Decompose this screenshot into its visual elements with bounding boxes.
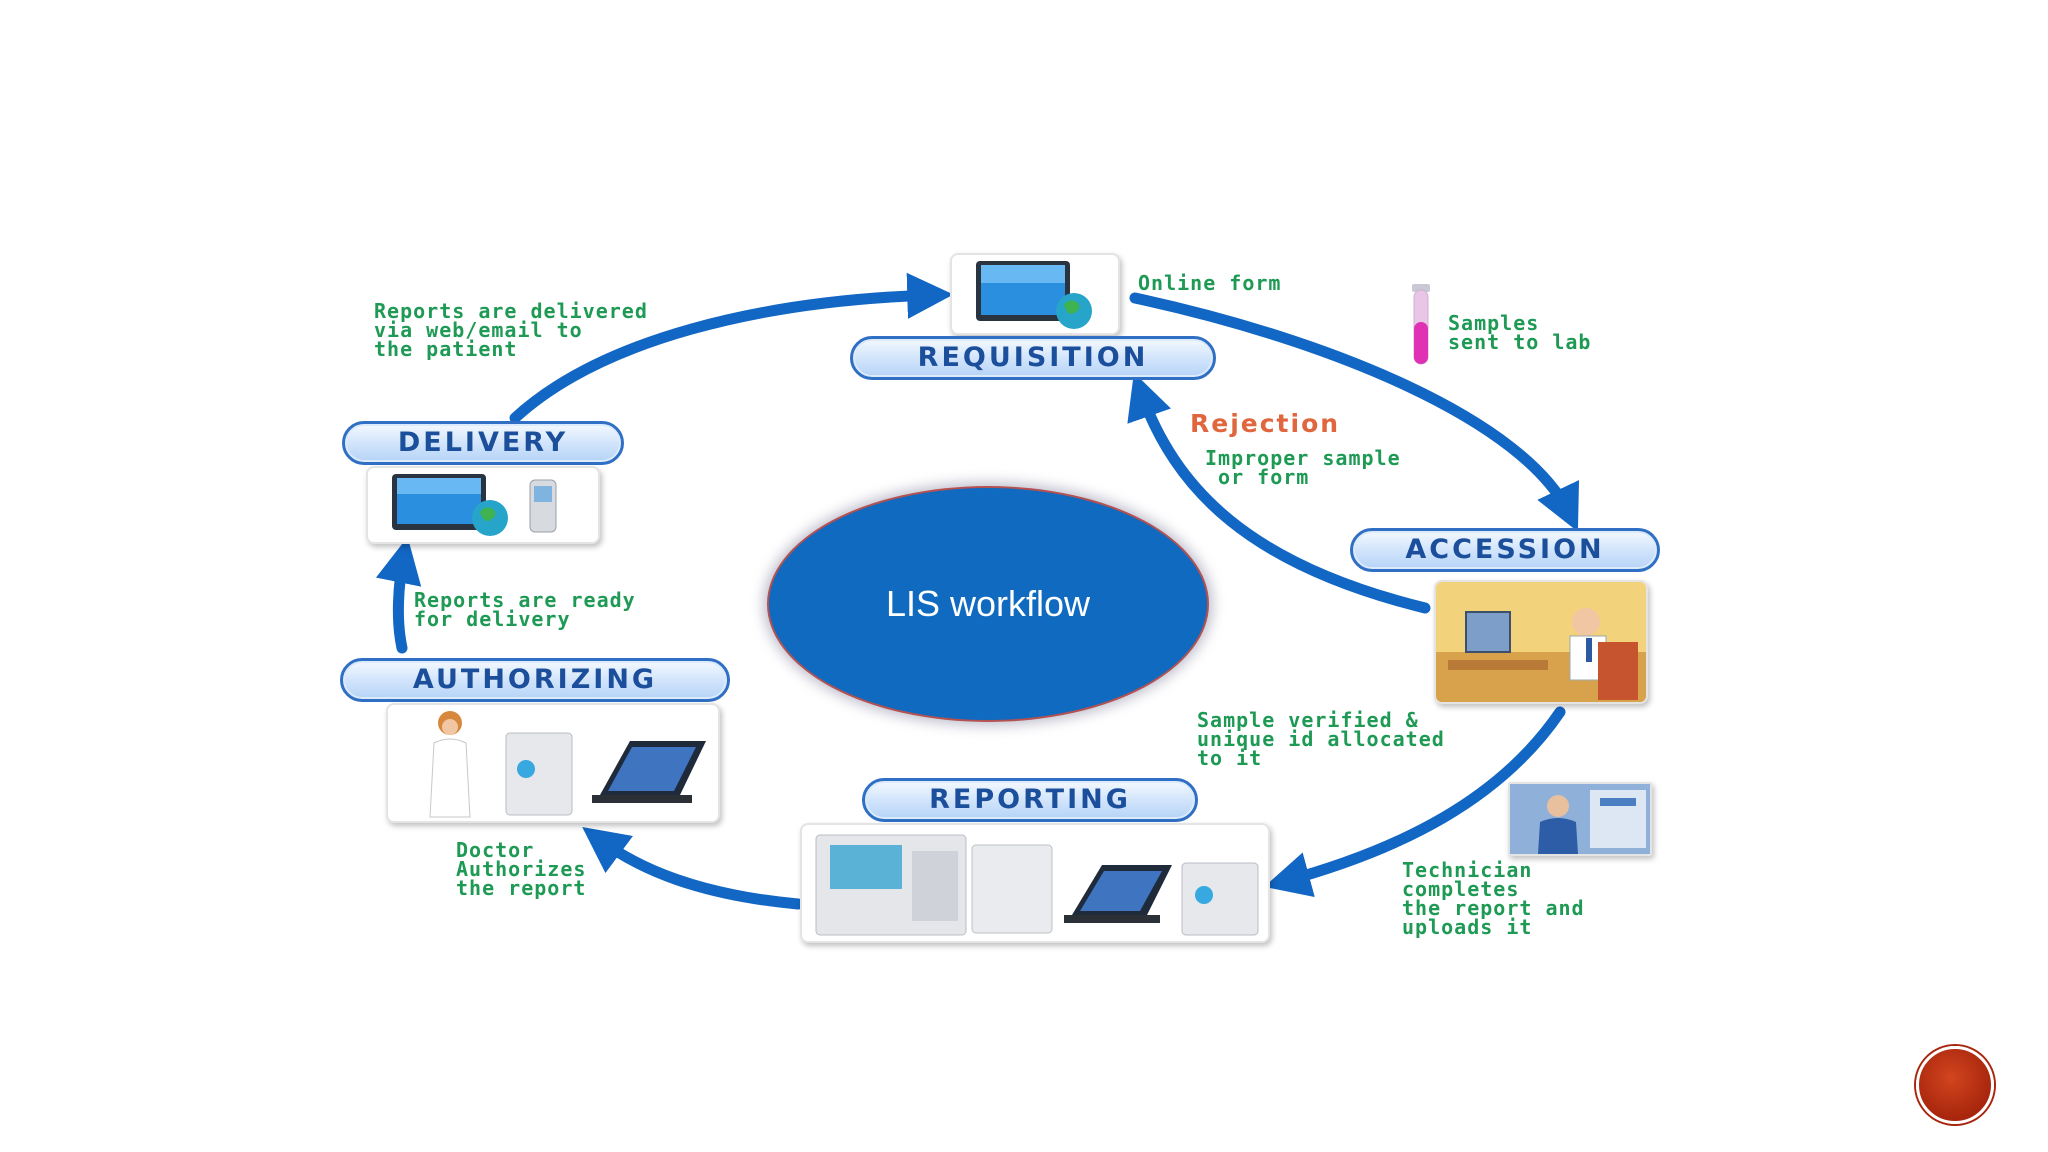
test-tube-icon [1412,284,1430,365]
arrow-authorizing-to-delivery [375,536,422,654]
stage-accession: ACCESSION [1350,528,1660,572]
computer-globe-icon [976,261,1092,329]
note-rejection-text: Improper sample or form [1205,446,1401,489]
delivery-image [366,466,600,544]
reporting-image [800,823,1270,943]
note-reports-ready: Reports are ready for delivery [414,588,636,631]
accession-image [1434,580,1648,704]
doctor-equipment-icon [429,711,706,818]
slide-nav-button[interactable] [1916,1046,1994,1124]
center-ellipse: LIS workflow [767,486,1209,722]
stage-requisition: REQUISITION [850,336,1216,380]
stage-authorizing: AUTHORIZING [340,658,730,702]
note-technician: Technician completes the report and uplo… [1402,858,1585,939]
note-reports-delivered: Reports are delivered via web/email to t… [374,299,648,361]
note-doctor: Doctor Authorizes the report [456,838,587,900]
center-title: LIS workflow [885,583,1091,624]
arrow-accession-to-reporting [1264,706,1566,898]
office-worker-icon [1436,582,1646,702]
stage-delivery: DELIVERY [342,421,624,465]
computer-phone-icon [392,474,557,536]
arrow-reporting-to-authorizing [582,826,804,910]
note-sample-verified: Sample verified & unique id allocated to… [1197,708,1445,770]
requisition-image [950,253,1120,335]
arrow-delivery-to-requisition [509,272,954,424]
authorizing-image [386,703,720,823]
note-online-form: Online form [1138,271,1282,295]
arrow-requisition-to-accession [1129,292,1579,532]
note-rejection-title: Rejection [1190,409,1341,438]
stage-reporting: REPORTING [862,778,1198,822]
technician-image [1508,782,1652,856]
technician-photo-icon [1510,784,1650,854]
lab-equipment-icon [815,834,1259,936]
arrow-rejection [1127,372,1431,614]
note-samples-sent: Samples sent to lab [1448,311,1592,354]
